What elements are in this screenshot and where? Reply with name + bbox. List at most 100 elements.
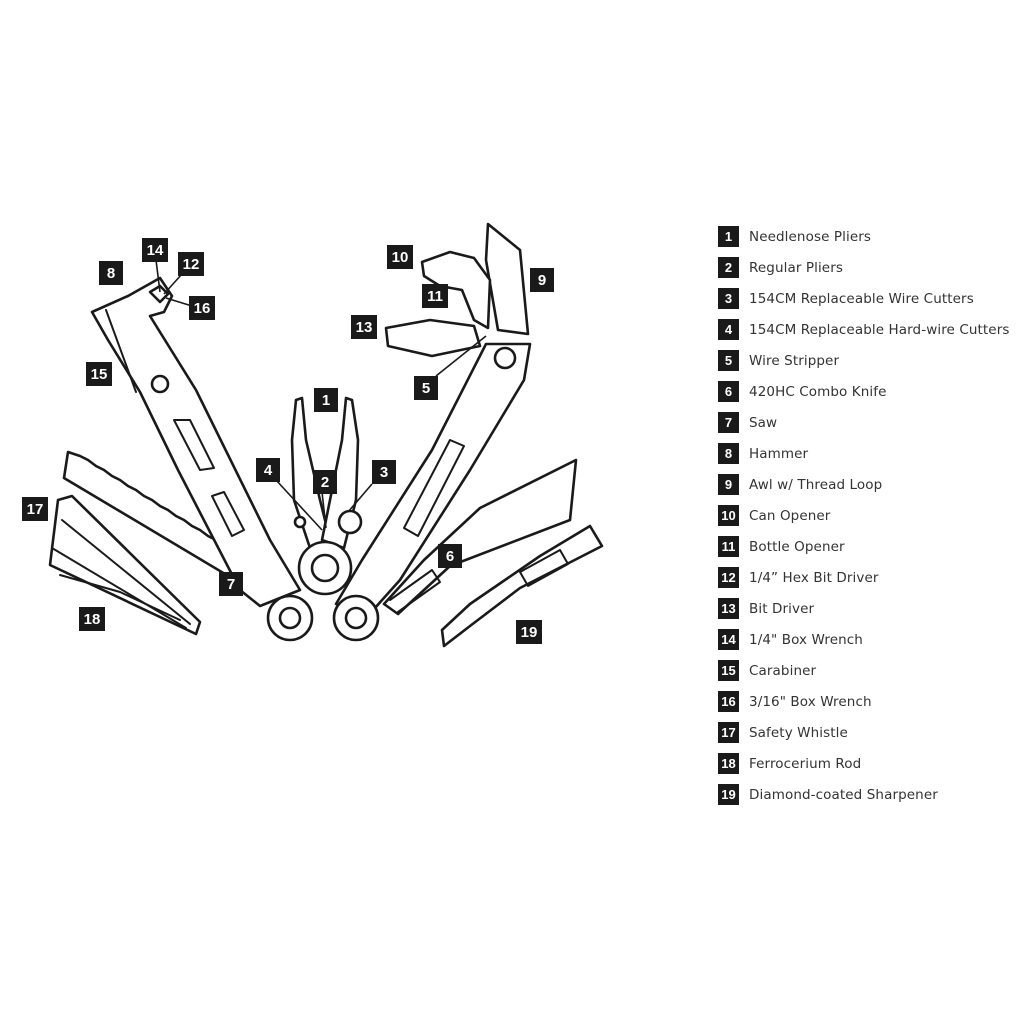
pivot-joints [266,594,380,642]
svg-text:10: 10 [392,249,409,266]
legend-number: 3 [718,288,739,309]
callout-badge-10: 10 [387,245,413,269]
callout-badge-7: 7 [219,572,243,596]
legend-label: Safety Whistle [749,724,848,741]
legend-label: Regular Pliers [749,259,844,276]
legend-number: 18 [718,753,739,774]
svg-text:13: 13 [356,319,373,336]
legend-item: 5 Wire Stripper [718,345,1018,376]
svg-text:7: 7 [227,576,235,593]
legend-number: 15 [718,660,739,681]
legend-label: 420HC Combo Knife [749,383,887,400]
legend-number: 5 [718,350,739,371]
callout-badge-4: 4 [256,458,280,482]
legend-label: Needlenose Pliers [749,228,872,245]
pliers-tool [290,396,363,596]
legend-item: 15 Carabiner [718,655,1018,686]
callout-badge-5: 5 [414,376,438,400]
legend-number: 12 [718,567,739,588]
callout-badge-1: 1 [314,388,338,412]
legend-item: 1 Needlenose Pliers [718,221,1018,252]
callout-badge-13: 13 [351,315,377,339]
svg-text:16: 16 [194,300,211,317]
legend-item: 3 154CM Replaceable Wire Cutters [718,283,1018,314]
callout-badge-16: 16 [189,296,215,320]
leader-lines [155,259,487,531]
legend-label: Can Opener [749,507,831,524]
hammer-handle-tool [90,276,302,608]
legend-item: 8 Hammer [718,438,1018,469]
legend-number: 14 [718,629,739,650]
legend-item: 13 Bit Driver [718,593,1018,624]
legend-label: 154CM Replaceable Wire Cutters [749,290,974,307]
legend-label: 3/16" Box Wrench [749,693,872,710]
callout-badge-9: 9 [530,268,554,292]
svg-text:2: 2 [321,474,329,491]
legend-item: 14 1/4" Box Wrench [718,624,1018,655]
callout-badge-15: 15 [86,362,112,386]
callout-badge-14: 14 [142,238,168,262]
svg-text:3: 3 [380,464,388,481]
legend-number: 4 [718,319,739,340]
legend-number: 16 [718,691,739,712]
legend-number: 11 [718,536,739,557]
svg-text:14: 14 [147,242,164,259]
legend-item: 18 Ferrocerium Rod [718,748,1018,779]
legend-item: 12 1/4” Hex Bit Driver [718,562,1018,593]
legend-item: 17 Safety Whistle [718,717,1018,748]
legend-number: 2 [718,257,739,278]
legend-label: Hammer [749,445,809,462]
legend-number: 1 [718,226,739,247]
svg-text:11: 11 [427,288,443,305]
svg-text:19: 19 [521,624,538,641]
legend-item: 11 Bottle Opener [718,531,1018,562]
callout-badge-19: 19 [516,620,542,644]
callout-badge-3: 3 [372,460,396,484]
legend-number: 13 [718,598,739,619]
svg-text:15: 15 [91,366,108,383]
legend-item: 16 3/16" Box Wrench [718,686,1018,717]
callout-badge-18: 18 [79,607,105,631]
svg-text:12: 12 [183,256,200,273]
legend-item: 19 Diamond-coated Sharpener [718,779,1018,810]
ferrocerium-rod-tool [51,547,187,629]
svg-text:5: 5 [422,380,430,397]
legend-label: Diamond-coated Sharpener [749,786,938,803]
legend-label: Bit Driver [749,600,815,617]
callout-badge-17: 17 [22,497,48,521]
combo-knife-tool [382,458,578,616]
svg-text:17: 17 [27,501,44,518]
right-handle-tool [334,222,532,620]
legend-item: 6 420HC Combo Knife [718,376,1018,407]
legend-label: Wire Stripper [749,352,840,369]
callout-badge-11: 11 [422,284,448,308]
legend-label: Ferrocerium Rod [749,755,862,772]
callout-badge-8: 8 [99,261,123,285]
legend-item: 9 Awl w/ Thread Loop [718,469,1018,500]
legend-label: Awl w/ Thread Loop [749,476,883,493]
safety-whistle-tool [48,494,202,636]
legend-label: 1/4" Box Wrench [749,631,863,648]
legend-label: 1/4” Hex Bit Driver [749,569,879,586]
svg-text:8: 8 [107,265,115,282]
legend-label: Carabiner [749,662,817,679]
legend-item: 10 Can Opener [718,500,1018,531]
svg-text:18: 18 [84,611,101,628]
legend-number: 17 [718,722,739,743]
callout-badge-2: 2 [313,470,337,494]
svg-text:1: 1 [322,392,330,409]
svg-text:4: 4 [264,462,273,479]
legend-number: 19 [718,784,739,805]
legend-label: Bottle Opener [749,538,845,555]
legend-number: 6 [718,381,739,402]
legend-number: 9 [718,474,739,495]
svg-text:9: 9 [538,272,546,289]
legend-number: 8 [718,443,739,464]
legend-number: 7 [718,412,739,433]
legend-label: 154CM Replaceable Hard-wire Cutters [749,321,1010,338]
legend-number: 10 [718,505,739,526]
callout-badge-6: 6 [438,544,462,568]
